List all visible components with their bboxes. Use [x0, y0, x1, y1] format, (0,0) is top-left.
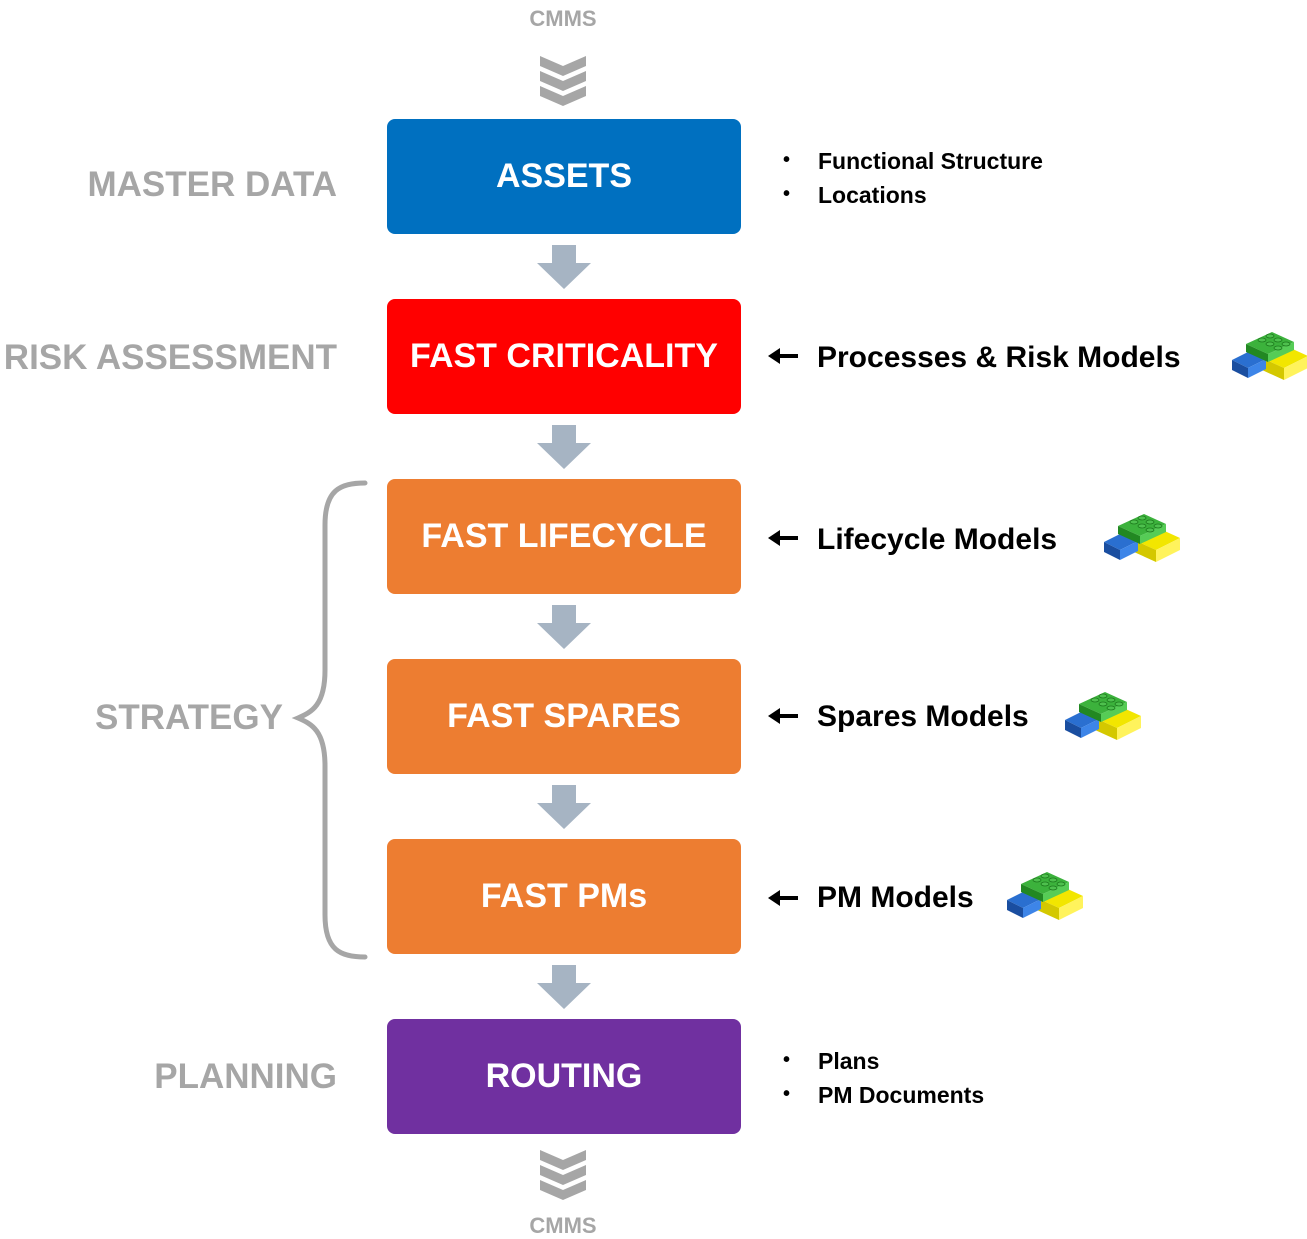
model-input-label-spares: Spares Models — [817, 700, 1029, 733]
stage-label-risk-assessment: RISK ASSESSMENT — [3, 338, 337, 377]
arrow-left-icon — [768, 708, 798, 724]
bottom-cmms-label: CMMS — [529, 1213, 597, 1238]
model-input-label-pm: PM Models — [817, 881, 974, 914]
fast-spares-box-label: FAST SPARES — [447, 697, 681, 735]
model-input-label-lifecycle: Lifecycle Models — [817, 523, 1058, 556]
stage-label-planning: PLANNING — [154, 1057, 337, 1096]
chevron-down-icon — [540, 56, 586, 106]
fast-pms-box-label: FAST PMs — [480, 877, 648, 915]
fast-spares-box[interactable]: FAST SPARES — [387, 659, 741, 774]
strategy-brace — [291, 480, 368, 960]
flow-arrow-down-icon — [537, 785, 591, 829]
routing-box[interactable]: ROUTING — [387, 1019, 741, 1134]
routing-box-label: ROUTING — [485, 1057, 643, 1095]
stage-label-master-data: MASTER DATA — [87, 165, 337, 204]
lego-bricks-icon — [1007, 872, 1083, 920]
model-input-label-processes-risk: Processes & Risk Models — [817, 341, 1181, 374]
fast-criticality-box[interactable]: FAST CRITICALITY — [387, 299, 741, 414]
flow-arrow-down-icon — [537, 245, 591, 289]
flow-arrow-down-icon — [537, 605, 591, 649]
bullet-icon: • — [783, 1083, 791, 1105]
arrow-left-icon — [768, 348, 798, 364]
bullet-icon: • — [783, 149, 791, 171]
lego-bricks-icon — [1232, 332, 1307, 380]
chevron-down-icon — [540, 1150, 586, 1200]
flow-arrow-down-icon — [537, 425, 591, 469]
stage-label-strategy: STRATEGY — [95, 698, 283, 737]
fast-lifecycle-box-label: FAST LIFECYCLE — [421, 517, 707, 555]
fast-lifecycle-box[interactable]: FAST LIFECYCLE — [387, 479, 741, 594]
lego-bricks-icon — [1104, 514, 1180, 562]
assets-bullet-item: Functional Structure — [818, 148, 1043, 174]
routing-bullet-item: PM Documents — [818, 1082, 985, 1108]
arrow-left-icon — [768, 890, 798, 906]
fast-criticality-box-label: FAST CRITICALITY — [410, 337, 718, 375]
top-cmms-label: CMMS — [529, 6, 597, 31]
assets-box[interactable]: ASSETS — [387, 119, 741, 234]
flow-arrow-down-icon — [537, 965, 591, 1009]
bullet-icon: • — [783, 183, 791, 205]
lego-bricks-icon — [1065, 692, 1141, 740]
fast-pms-box[interactable]: FAST PMs — [387, 839, 741, 954]
assets-box-label: ASSETS — [495, 157, 633, 195]
arrow-left-icon — [768, 530, 798, 546]
assets-bullet-item: Locations — [818, 182, 927, 208]
bullet-icon: • — [783, 1049, 791, 1071]
routing-bullet-item: Plans — [818, 1048, 880, 1074]
